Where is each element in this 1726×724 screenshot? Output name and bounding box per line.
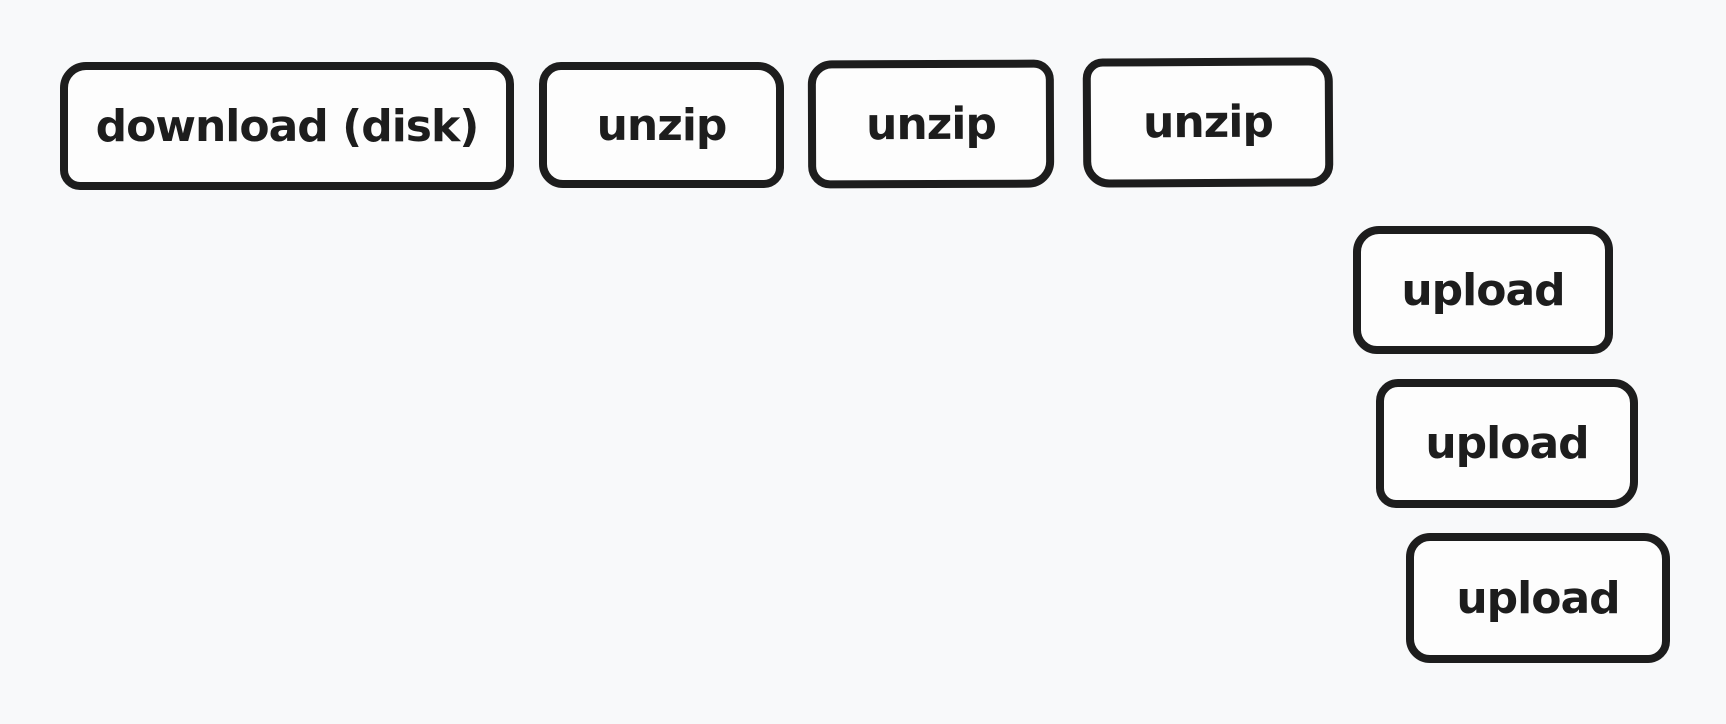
node-upload-1[interactable]: upload bbox=[1353, 226, 1613, 354]
node-label: upload bbox=[1425, 418, 1589, 469]
node-label: upload bbox=[1456, 572, 1620, 624]
node-upload-2[interactable]: upload bbox=[1376, 379, 1638, 508]
node-label: download (disk) bbox=[95, 100, 480, 152]
node-unzip-3[interactable]: unzip bbox=[1082, 57, 1334, 188]
node-label: unzip bbox=[596, 99, 728, 151]
node-download-disk[interactable]: download (disk) bbox=[60, 62, 514, 190]
node-upload-3[interactable]: upload bbox=[1406, 533, 1670, 663]
node-unzip-2[interactable]: unzip bbox=[807, 59, 1055, 189]
node-label: unzip bbox=[865, 98, 997, 150]
node-label: upload bbox=[1401, 264, 1565, 316]
node-unzip-1[interactable]: unzip bbox=[539, 62, 784, 188]
node-label: unzip bbox=[1142, 96, 1274, 149]
